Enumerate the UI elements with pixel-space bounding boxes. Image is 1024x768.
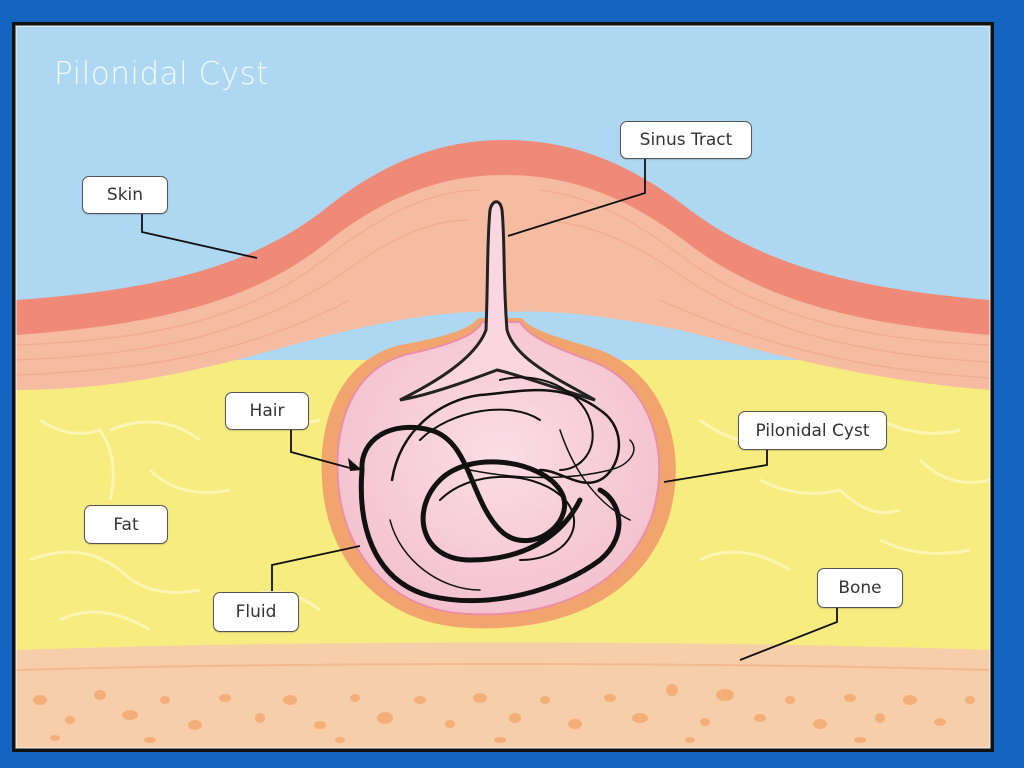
- sinus-tract: [399, 200, 596, 402]
- label-fat: Fat: [84, 505, 168, 544]
- hair-arrowhead: [348, 458, 362, 471]
- label-skin: Skin: [82, 176, 168, 214]
- label-sinus-tract: Sinus Tract: [620, 121, 752, 159]
- diagram-title: Pilonidal Cyst: [54, 56, 269, 92]
- dermis-lines: [16, 189, 990, 379]
- fat-lobule-lines: [29, 398, 990, 632]
- skin-layer: [16, 140, 990, 335]
- label-hair: Hair: [225, 392, 309, 430]
- panel-edge: [15, 25, 991, 749]
- bone-surface-line: [16, 663, 990, 671]
- label-fluid: Fluid: [213, 592, 299, 632]
- bone-layer: [16, 642, 990, 748]
- leader-lines: [141, 158, 838, 661]
- label-pilonidal-cyst: Pilonidal Cyst: [738, 411, 887, 450]
- bone-pores: [33, 684, 975, 743]
- hair-strands: [358, 376, 635, 604]
- label-bone: Bone: [817, 568, 903, 608]
